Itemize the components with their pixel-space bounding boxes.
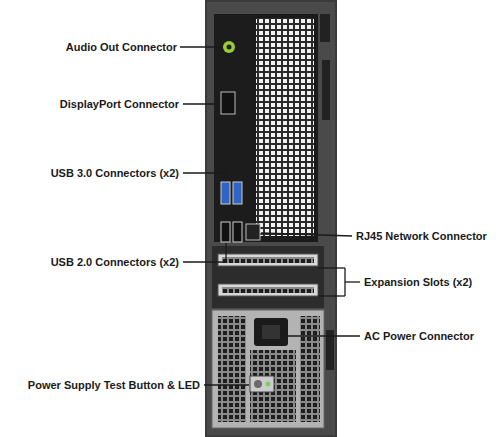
callout-label: Expansion Slots (x2): [364, 276, 472, 289]
callout-label: Power Supply Test Button & LED: [28, 379, 200, 392]
callout-label: DisplayPort Connector: [60, 98, 179, 111]
callout-label: Audio Out Connector: [66, 41, 177, 54]
callout-label: RJ45 Network Connector: [356, 230, 487, 243]
callout-label: USB 3.0 Connectors (x2): [51, 167, 179, 180]
callout-label: USB 2.0 Connectors (x2): [51, 256, 179, 269]
callout-label: AC Power Connector: [364, 330, 474, 343]
